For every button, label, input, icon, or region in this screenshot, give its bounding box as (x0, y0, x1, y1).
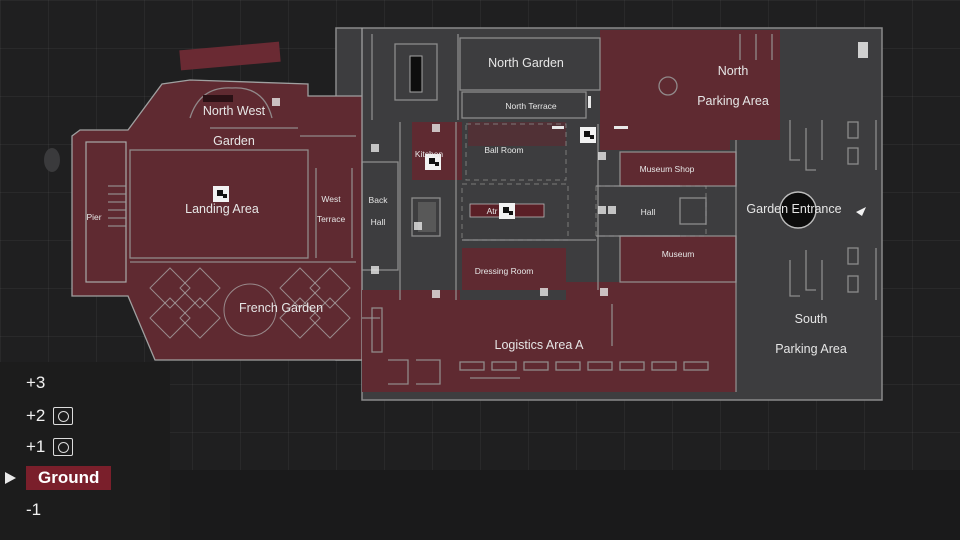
label-hall: Hall (641, 207, 656, 217)
floor-item-plus1[interactable]: +1 (26, 435, 74, 459)
museum-shop-zone (620, 152, 736, 186)
atrium-stair-fill (418, 202, 436, 232)
label-logistics-area-a: Logistics Area A (495, 338, 585, 352)
north-parking-roundabout (658, 76, 678, 96)
bottom-bar (170, 470, 960, 540)
door-marker (588, 96, 591, 108)
north-garden-bounds (459, 37, 601, 91)
museum-zone (620, 236, 736, 282)
door-marker (614, 126, 628, 129)
objective-marker-icon[interactable] (499, 203, 515, 219)
dressing-zone (462, 248, 566, 290)
label-museum: Museum (662, 249, 695, 259)
label-museum-shop: Museum Shop (640, 164, 695, 174)
label-north: North (718, 64, 749, 78)
pier-structure (85, 141, 127, 283)
label-ball-room: Ball Room (484, 145, 523, 155)
floor-selector: +3 +2 +1 Ground -1 (0, 362, 170, 540)
label-north-parking-area: Parking Area (697, 94, 769, 108)
objective-marker-icon[interactable] (580, 127, 596, 143)
objective-marker-icon[interactable] (213, 186, 229, 202)
ball-room-top-zone (468, 122, 566, 146)
objective-ring-icon (53, 438, 74, 456)
back-hall (361, 161, 399, 271)
label-kitchen: Kitchen (415, 149, 444, 159)
label-dressing-room: Dressing Room (475, 266, 534, 276)
floor-item-minus1[interactable]: -1 (26, 498, 41, 522)
ball-room-bounds (465, 123, 567, 181)
stairs-icon[interactable] (272, 98, 616, 298)
landing-pad (129, 149, 309, 259)
label-south: South (795, 312, 828, 326)
east-hall-door (679, 197, 707, 225)
atrium-stair-block (411, 197, 441, 237)
label-terrace: Terrace (317, 214, 346, 224)
label-back-hall: Hall (371, 217, 386, 227)
current-floor-pointer-icon (5, 472, 16, 484)
parking-spots (789, 120, 877, 300)
north-garden-gate (409, 55, 423, 93)
floor-item-plus2[interactable]: +2 (26, 404, 74, 428)
logistics-dividers (362, 304, 709, 385)
kitchen-zone (412, 122, 462, 180)
label-north-west: North West (203, 104, 266, 118)
floor-label: Ground (38, 468, 100, 487)
label-west: West (321, 194, 341, 204)
floor-label: +1 (26, 437, 46, 456)
label-back: Back (369, 195, 389, 205)
boat-outline (44, 148, 60, 172)
label-north-garden: North Garden (488, 56, 564, 70)
french-garden-tiles (130, 261, 356, 339)
label-atrium: Atr (487, 206, 498, 216)
north-parking-zone (600, 30, 780, 150)
objective-ring-icon (53, 407, 74, 425)
north-garden-building (394, 43, 438, 101)
door-marker (552, 126, 564, 129)
floor-label: +3 (26, 373, 46, 392)
label-south-parking-area: Parking Area (775, 342, 847, 356)
floor-item-ground[interactable]: Ground (26, 466, 112, 490)
label-garden-entrance: Garden Entrance (746, 202, 841, 216)
label-north-terrace: North Terrace (505, 101, 557, 111)
north-west-hangar (179, 41, 281, 71)
objective-marker-icon[interactable] (425, 154, 441, 170)
floor-label: -1 (26, 500, 42, 519)
label-pier: Pier (86, 212, 101, 222)
floor-label: +2 (26, 406, 46, 425)
floor-item-plus3[interactable]: +3 (26, 371, 45, 395)
player-arrow (856, 207, 866, 216)
label-garden: Garden (213, 134, 255, 148)
north-terrace (461, 91, 587, 119)
label-landing-area: Landing Area (185, 202, 259, 216)
north-west-pool (203, 95, 233, 102)
north-west-fountain (189, 87, 273, 119)
parking-marker (858, 42, 868, 58)
logistics-zone (362, 282, 736, 392)
label-french-garden: French Garden (239, 301, 323, 315)
garden-entrance-fountain (779, 191, 817, 229)
